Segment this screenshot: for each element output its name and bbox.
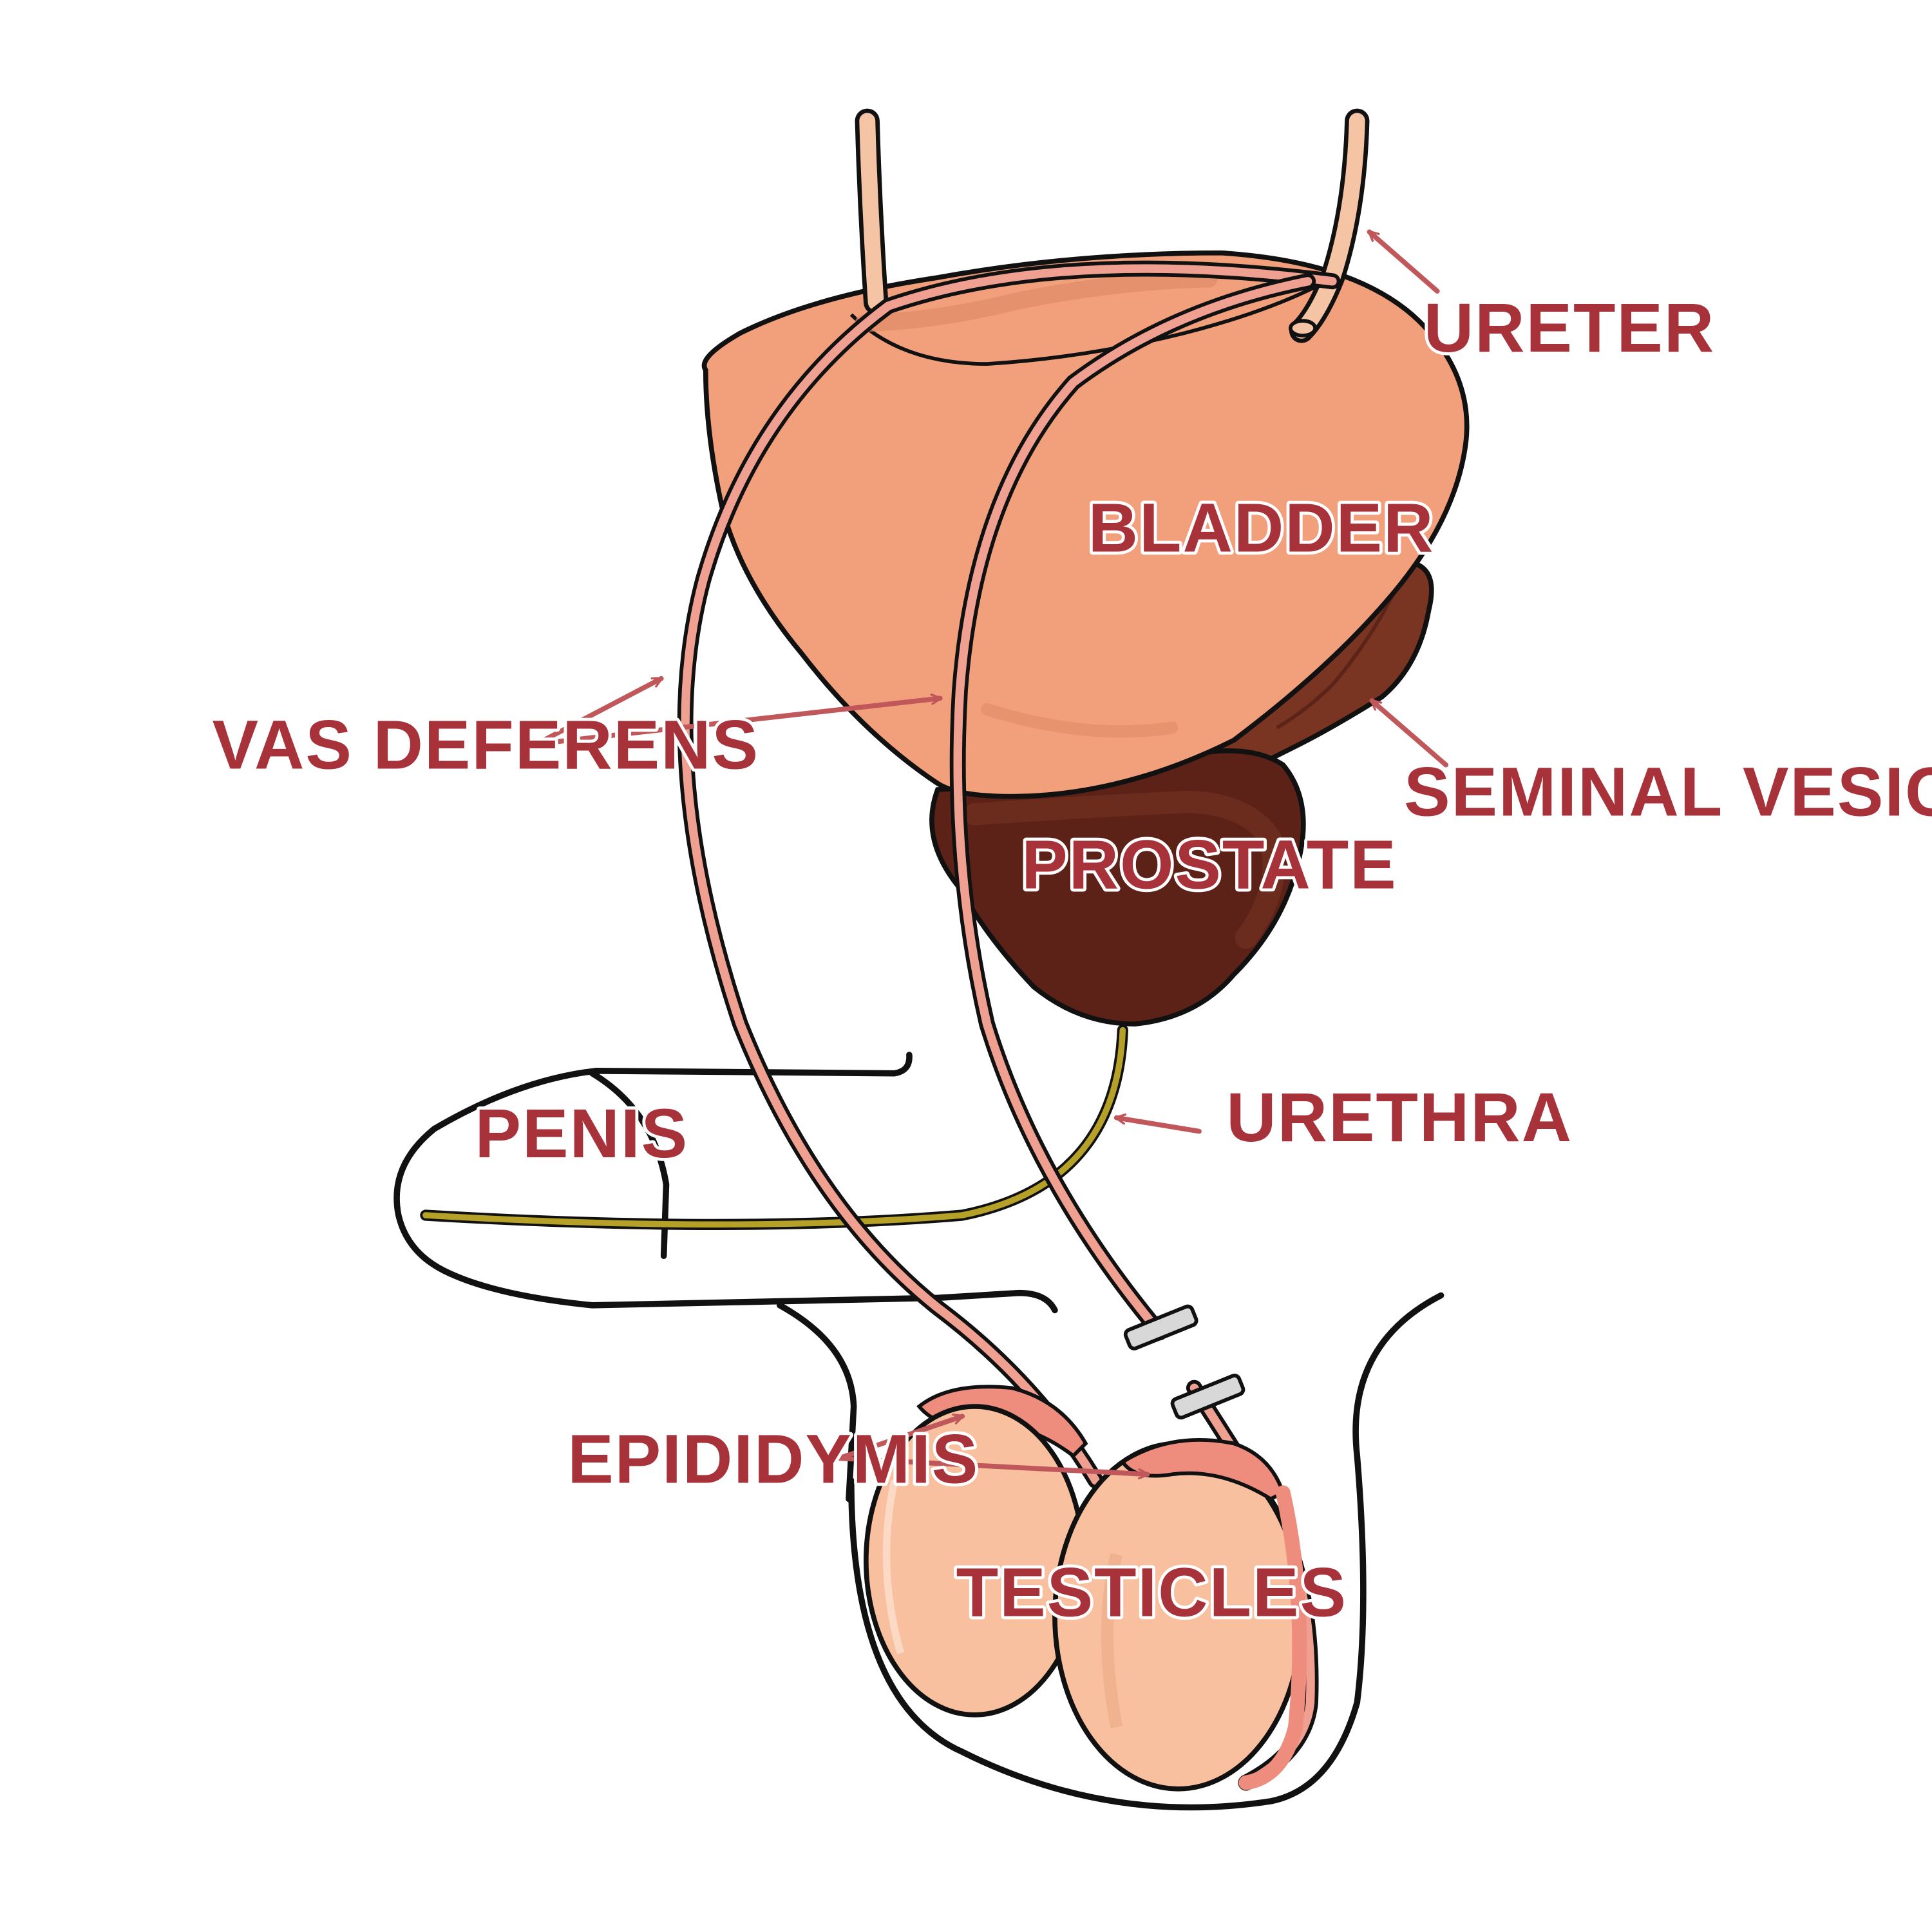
urethra bbox=[420, 1024, 1128, 1230]
labels: URETER BLADDER VAS DEFERENS SEMINAL VESI… bbox=[209, 286, 1932, 1634]
label-epididymis: EPIDIDYMIS bbox=[567, 1421, 979, 1498]
urethra-arrow bbox=[1113, 1118, 1202, 1134]
testicle-right bbox=[1052, 1438, 1307, 1792]
label-penis: PENIS bbox=[475, 1095, 688, 1172]
seminal-vesicle-arrow bbox=[1369, 698, 1449, 768]
label-testicles: TESTICLES bbox=[956, 1554, 1347, 1631]
label-urethra: URETHRA bbox=[1226, 1079, 1573, 1156]
bladder bbox=[701, 250, 1470, 799]
ureter-arrow bbox=[1367, 229, 1440, 294]
label-vas-deferens: VAS DEFERENS bbox=[213, 706, 759, 783]
clamp-lower bbox=[1170, 1374, 1245, 1420]
scrotum-shape bbox=[848, 1292, 1444, 1811]
label-seminal-vesicle: SEMINAL VESICLE bbox=[1404, 753, 1932, 830]
penis-shape bbox=[393, 1052, 1058, 1502]
ureter-left bbox=[855, 108, 889, 315]
clamp-upper bbox=[1123, 1304, 1198, 1350]
ureter-right bbox=[1288, 108, 1370, 343]
leader-arrows bbox=[534, 229, 1449, 1474]
label-bladder: BLADDER bbox=[1088, 489, 1435, 566]
epididymis-arrow-right bbox=[836, 1455, 1150, 1474]
label-ureter: URETER bbox=[1424, 289, 1715, 366]
label-prostate: PROSTATE bbox=[1021, 826, 1397, 903]
vas-deferens-arrow-left bbox=[534, 676, 664, 747]
epididymis-arrow-left bbox=[836, 1416, 965, 1461]
vas-deferens-arrow-right bbox=[534, 698, 943, 747]
